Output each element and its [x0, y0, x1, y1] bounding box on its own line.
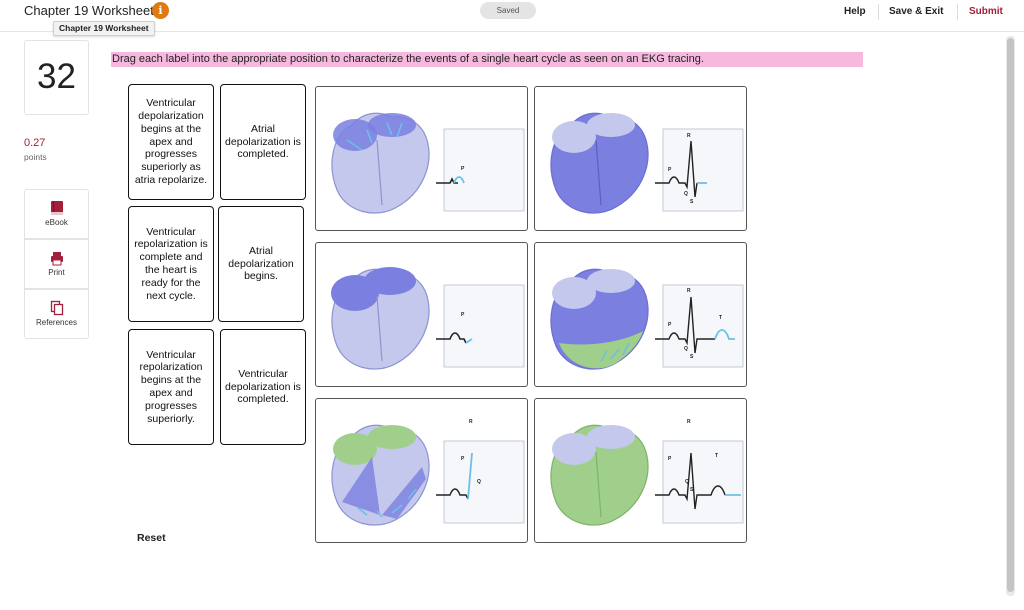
title-tooltip: Chapter 19 Worksheet [53, 21, 155, 36]
ekg-s-letter: S [690, 487, 694, 493]
heart-illustration [550, 424, 649, 526]
info-icon[interactable]: i [152, 2, 169, 19]
ekg-tracing [436, 128, 525, 212]
references-label: References [36, 318, 77, 327]
draggable-label[interactable]: Ventricular repolarization is complete a… [128, 206, 214, 322]
save-exit-link[interactable]: Save & Exit [889, 6, 944, 17]
heart-illustration [331, 112, 430, 214]
ekg-q-letter: Q [477, 479, 481, 485]
header-divider [878, 4, 879, 20]
ekg-q-letter: Q [684, 346, 688, 352]
draggable-label[interactable]: Ventricular depolarization is completed. [220, 329, 306, 445]
ekg-p-letter: P [668, 456, 672, 462]
saved-status-badge: Saved [480, 2, 536, 19]
ekg-r-letter: R [469, 419, 473, 425]
ekg-r-letter: R [687, 288, 691, 294]
ekg-q-letter: Q [684, 191, 688, 197]
drop-zone[interactable]: R P Q S [534, 86, 747, 231]
ekg-tracing [436, 284, 525, 368]
drop-zone[interactable]: R P Q [315, 398, 528, 543]
ekg-s-letter: S [690, 199, 694, 205]
ekg-p-letter: P [461, 312, 465, 318]
print-button[interactable]: Print [24, 239, 89, 289]
printer-icon [50, 252, 63, 266]
ekg-tracing [655, 440, 744, 524]
ekg-r-letter: R [687, 133, 691, 139]
ekg-q-letter: Q [685, 479, 689, 485]
ekg-tracing [436, 440, 525, 524]
heart-illustration [550, 268, 649, 370]
heart-illustration [331, 267, 430, 370]
print-label: Print [48, 268, 65, 277]
ekg-t-letter: T [719, 315, 723, 321]
instruction-text: Drag each label into the appropriate pos… [111, 52, 863, 67]
question-number-box: 32 [24, 40, 89, 115]
ebook-button[interactable]: eBook [24, 189, 89, 239]
ekg-tracing [655, 128, 744, 212]
help-link[interactable]: Help [844, 6, 866, 17]
top-bar: Chapter 19 Worksheet i Chapter 19 Worksh… [0, 0, 1024, 36]
reset-button[interactable]: Reset [137, 532, 166, 544]
vertical-scrollbar[interactable] [1006, 36, 1015, 596]
header-divider [957, 4, 958, 20]
ekg-p-letter: P [668, 322, 672, 328]
ekg-t-letter: T [715, 453, 719, 459]
draggable-label[interactable]: Atrial depolarization is completed. [220, 84, 306, 200]
draggable-label[interactable]: Ventricular repolarization begins at the… [128, 329, 214, 445]
draggable-label[interactable]: Atrial depolarization begins. [218, 206, 304, 322]
documents-icon [50, 300, 63, 316]
references-button[interactable]: References [24, 289, 89, 339]
points-value: 0.27 [24, 137, 46, 149]
ekg-tracing [655, 284, 744, 368]
points-label: points [24, 152, 47, 162]
heart-illustration [331, 424, 430, 526]
draggable-label[interactable]: Ventricular depolarization begins at the… [128, 84, 214, 200]
ekg-p-letter: P [668, 167, 672, 173]
drop-zone[interactable]: R P T Q S [534, 398, 747, 543]
drop-zone[interactable]: P [315, 242, 528, 387]
scrollbar-thumb[interactable] [1007, 38, 1014, 592]
assignment-title: Chapter 19 Worksheet [24, 3, 154, 18]
drop-zone[interactable]: R P T Q S [534, 242, 747, 387]
ekg-p-letter: P [461, 166, 465, 172]
question-number: 32 [37, 57, 76, 96]
ebook-label: eBook [45, 218, 68, 227]
ekg-s-letter: S [690, 354, 694, 360]
drop-zone[interactable]: P [315, 86, 528, 231]
ekg-r-letter: R [687, 419, 691, 425]
submit-button[interactable]: Submit [969, 6, 1003, 17]
ekg-p-letter: P [461, 456, 465, 462]
book-icon [50, 201, 63, 215]
heart-illustration [550, 112, 649, 214]
